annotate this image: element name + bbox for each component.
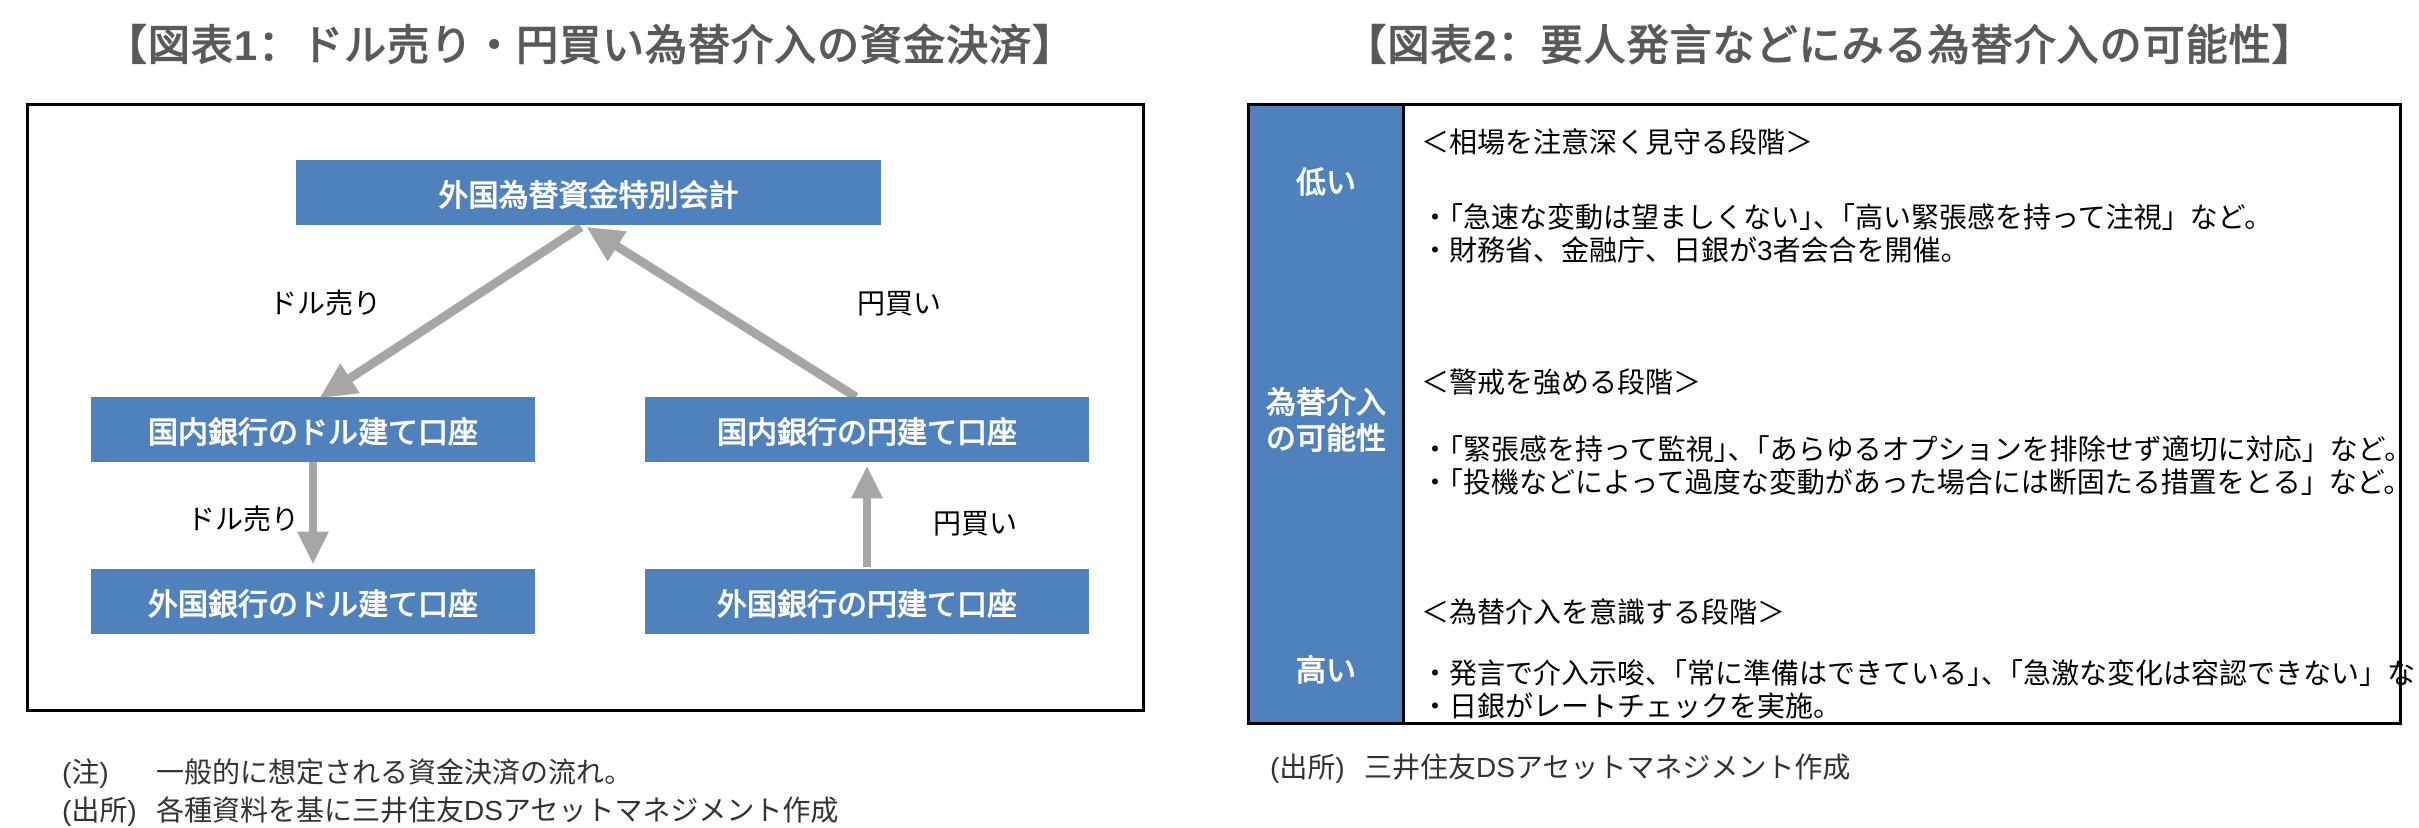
figure1-note-text: 一般的に想定される資金決済の流れ。 — [156, 757, 633, 788]
figure1-note-label: (注) — [62, 757, 109, 788]
stage2-heading: ＜警戒を強める段階＞ — [1421, 367, 1702, 398]
figure2-table: 低い 為替介入 の可能性 高い ＜相場を注意深く見守る段階＞ ・「急速な変動は望… — [1247, 103, 2419, 725]
figure1-source-label: (出所) — [62, 795, 137, 826]
stage3-bullet-1: ・発言で介入示唆、「常に準備はできている」、「急激な変化は容認できない」など。 — [1421, 658, 2419, 689]
figure1-title: 【図表1：ドル売り・円買い為替介入の資金決済】 — [104, 22, 1076, 69]
figure2-source-text: 三井住友DSアセットマネジメント作成 — [1364, 752, 1851, 783]
figure2-source-label: (出所) — [1270, 752, 1345, 783]
possibility-axis-column: 低い 為替介入 の可能性 高い — [1250, 106, 1405, 722]
yen-buy-diagonal-arrow — [586, 227, 859, 401]
flow-arrows — [297, 223, 883, 567]
figure2-title: 【図表2：要人発言などにみる為替介入の可能性】 — [1344, 22, 2315, 69]
node-domestic-dollar-account: 国内銀行のドル建て口座 — [91, 397, 535, 462]
figure1-note: (注) 一般的に想定される資金決済の流れ。 — [62, 751, 632, 791]
figure1-diagram: 外国為替資金特別会計 国内銀行のドル建て口座 国内銀行の円建て口座 外国銀行のド… — [26, 103, 1145, 712]
dollar-sell-diagonal-arrow — [319, 223, 584, 398]
stage1-heading: ＜相場を注意深く見守る段階＞ — [1421, 127, 1814, 158]
flow-label-dollar-sell-lower: ドル売り — [187, 504, 300, 535]
stage2-bullet-2: ・「投機などによって過度な変動があった場合には断固たる措置をとる」など。 — [1421, 467, 2412, 498]
figure1-source: (出所) 各種資料を基に三井住友DSアセットマネジメント作成 — [62, 789, 838, 828]
flow-label-dollar-sell-upper: ドル売り — [269, 288, 382, 319]
figure1-source-text: 各種資料を基に三井住友DSアセットマネジメント作成 — [156, 795, 839, 826]
node-domestic-yen-account: 国内銀行の円建て口座 — [645, 397, 1089, 462]
level-label-possibility-line1: 為替介入 — [1266, 387, 1386, 420]
stage1-bullet-2: ・財務省、金融庁、日銀が3者会合を開催。 — [1421, 235, 1969, 266]
level-label-possibility: 為替介入 の可能性 — [1250, 386, 1402, 458]
stage-content-cell: ＜相場を注意深く見守る段階＞ ・「急速な変動は望ましくない」、「高い緊張感を持っ… — [1405, 106, 2419, 722]
stage2-bullet-1: ・「緊張感を持って監視」、「あらゆるオプションを排除せず適切に対応」など。 — [1421, 434, 2413, 465]
node-foreign-dollar-account: 外国銀行のドル建て口座 — [91, 569, 535, 634]
figure2-source: (出所) 三井住友DSアセットマネジメント作成 — [1270, 746, 1850, 786]
level-label-high: 高い — [1296, 655, 1356, 688]
flow-label-yen-buy-upper: 円買い — [857, 288, 942, 319]
stage1-bullet-1: ・「急速な変動は望ましくない」、「高い緊張感を持って注視」など。 — [1421, 202, 2273, 233]
stage3-heading: ＜為替介入を意識する段階＞ — [1421, 597, 1786, 628]
node-special-account: 外国為替資金特別会計 — [296, 160, 881, 225]
stage3-bullet-2: ・日銀がレートチェックを実施。 — [1421, 691, 1842, 722]
flow-label-yen-buy-lower: 円買い — [933, 508, 1018, 539]
level-label-low: 低い — [1296, 167, 1356, 200]
level-label-possibility-line2: の可能性 — [1266, 423, 1386, 456]
node-foreign-yen-account: 外国銀行の円建て口座 — [645, 569, 1089, 634]
